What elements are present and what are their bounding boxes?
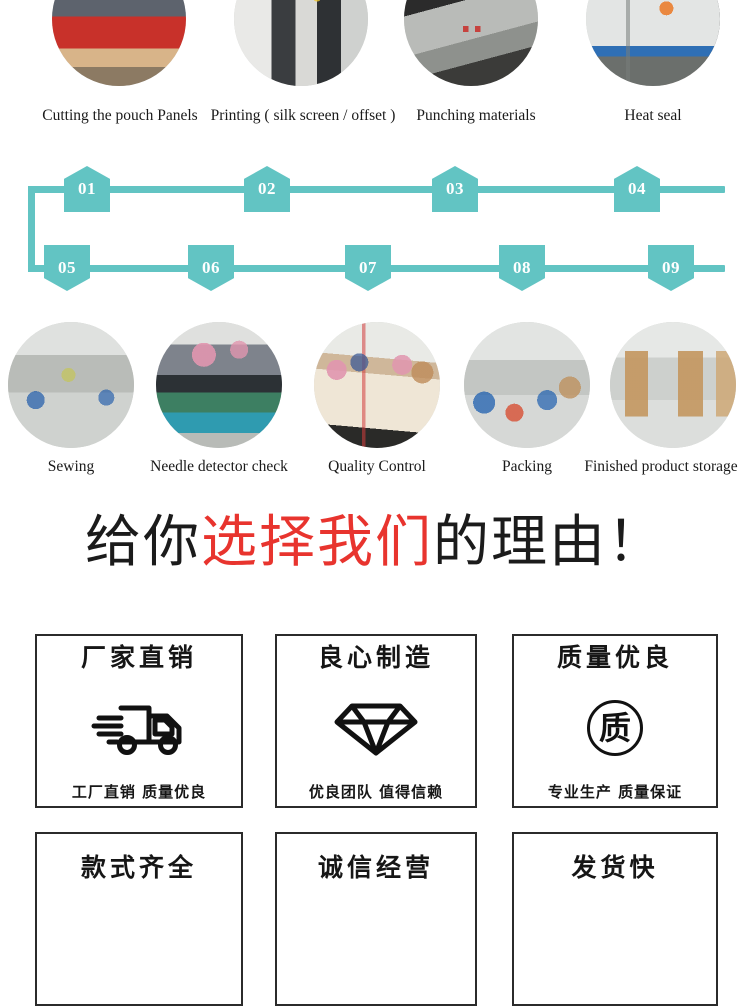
process-caption: Packing bbox=[502, 458, 552, 475]
feature-subtitle: 专业生产 质量保证 bbox=[547, 783, 683, 801]
flow-badge-04[interactable]: 04 bbox=[614, 166, 660, 212]
feature-title: 良心制造 bbox=[317, 643, 434, 672]
flow-line-connector bbox=[28, 186, 35, 272]
feature-card-fast-shipping[interactable]: 发货快 bbox=[512, 832, 718, 1006]
process-caption: Punching materials bbox=[416, 107, 536, 124]
quality-seal-icon: 质 bbox=[587, 699, 643, 757]
warehouse-storage-photo bbox=[610, 322, 736, 448]
flow-badge-label: 03 bbox=[446, 179, 464, 198]
flow-badge-label: 09 bbox=[662, 258, 680, 277]
flow-badge-06[interactable]: 06 bbox=[188, 245, 234, 291]
feature-title: 质量优良 bbox=[556, 643, 673, 672]
flow-badge-05[interactable]: 05 bbox=[44, 245, 90, 291]
feature-title: 款式齐全 bbox=[80, 853, 197, 882]
flow-badge-03[interactable]: 03 bbox=[432, 166, 478, 212]
printing-press-photo bbox=[234, 0, 368, 86]
headline-part2: 的理由！ bbox=[433, 510, 665, 575]
heat-seal-worker-photo bbox=[586, 0, 720, 86]
flow-line-top bbox=[28, 186, 725, 193]
feature-card-full-styles[interactable]: 款式齐全 bbox=[35, 832, 243, 1006]
flow-badge-label: 08 bbox=[513, 258, 531, 277]
flow-badge-label: 06 bbox=[202, 258, 220, 277]
process-caption: Printing ( silk screen / offset ) bbox=[210, 107, 396, 124]
process-caption: Cutting the pouch Panels bbox=[42, 107, 198, 124]
punching-machine-photo bbox=[404, 0, 538, 86]
flow-badge-label: 07 bbox=[359, 258, 377, 277]
process-caption: Heat seal bbox=[624, 107, 682, 124]
feature-title: 诚信经营 bbox=[317, 853, 434, 882]
quality-control-table-photo bbox=[314, 322, 440, 448]
section-headline: 给你选择我们的理由！ bbox=[0, 515, 750, 571]
quality-seal-glyph: 质 bbox=[587, 699, 643, 756]
needle-detector-photo bbox=[156, 322, 282, 448]
flow-badge-label: 02 bbox=[258, 179, 276, 198]
feature-card-conscience-made[interactable]: 良心制造 优良团队 值得信赖 bbox=[275, 634, 477, 808]
flow-badge-02[interactable]: 02 bbox=[244, 166, 290, 212]
flow-badge-01[interactable]: 01 bbox=[64, 166, 110, 212]
process-flow-diagram: 01 02 03 04 05 06 07 08 09 bbox=[0, 150, 750, 300]
flow-badge-07[interactable]: 07 bbox=[345, 245, 391, 291]
feature-subtitle: 工厂直销 质量优良 bbox=[71, 783, 207, 801]
flow-badge-label: 01 bbox=[78, 179, 96, 198]
flow-badge-09[interactable]: 09 bbox=[648, 245, 694, 291]
sewing-floor-photo bbox=[8, 322, 134, 448]
feature-title: 发货快 bbox=[571, 853, 659, 882]
process-caption: Quality Control bbox=[328, 458, 426, 475]
process-caption: Sewing bbox=[47, 458, 95, 475]
headline-part1: 给你 bbox=[85, 510, 201, 575]
process-caption: Needle detector check bbox=[150, 458, 288, 475]
feature-card-integrity[interactable]: 诚信经营 bbox=[275, 832, 477, 1006]
feature-card-factory-direct[interactable]: 厂家直销 工厂直销 质量优良 bbox=[35, 634, 243, 808]
delivery-truck-icon bbox=[91, 699, 187, 757]
feature-subtitle: 优良团队 值得信赖 bbox=[308, 783, 444, 801]
feature-title: 厂家直销 bbox=[80, 643, 197, 672]
flow-badge-label: 05 bbox=[58, 258, 76, 277]
flow-badge-label: 04 bbox=[628, 179, 646, 198]
stacked-panels-photo bbox=[52, 0, 186, 86]
diamond-icon bbox=[334, 699, 418, 757]
packing-floor-photo bbox=[464, 322, 590, 448]
feature-card-quality[interactable]: 质量优良 质 专业生产 质量保证 bbox=[512, 634, 718, 808]
flow-badge-08[interactable]: 08 bbox=[499, 245, 545, 291]
process-caption: Finished product storage bbox=[584, 458, 738, 475]
headline-highlight: 选择我们 bbox=[201, 510, 433, 575]
